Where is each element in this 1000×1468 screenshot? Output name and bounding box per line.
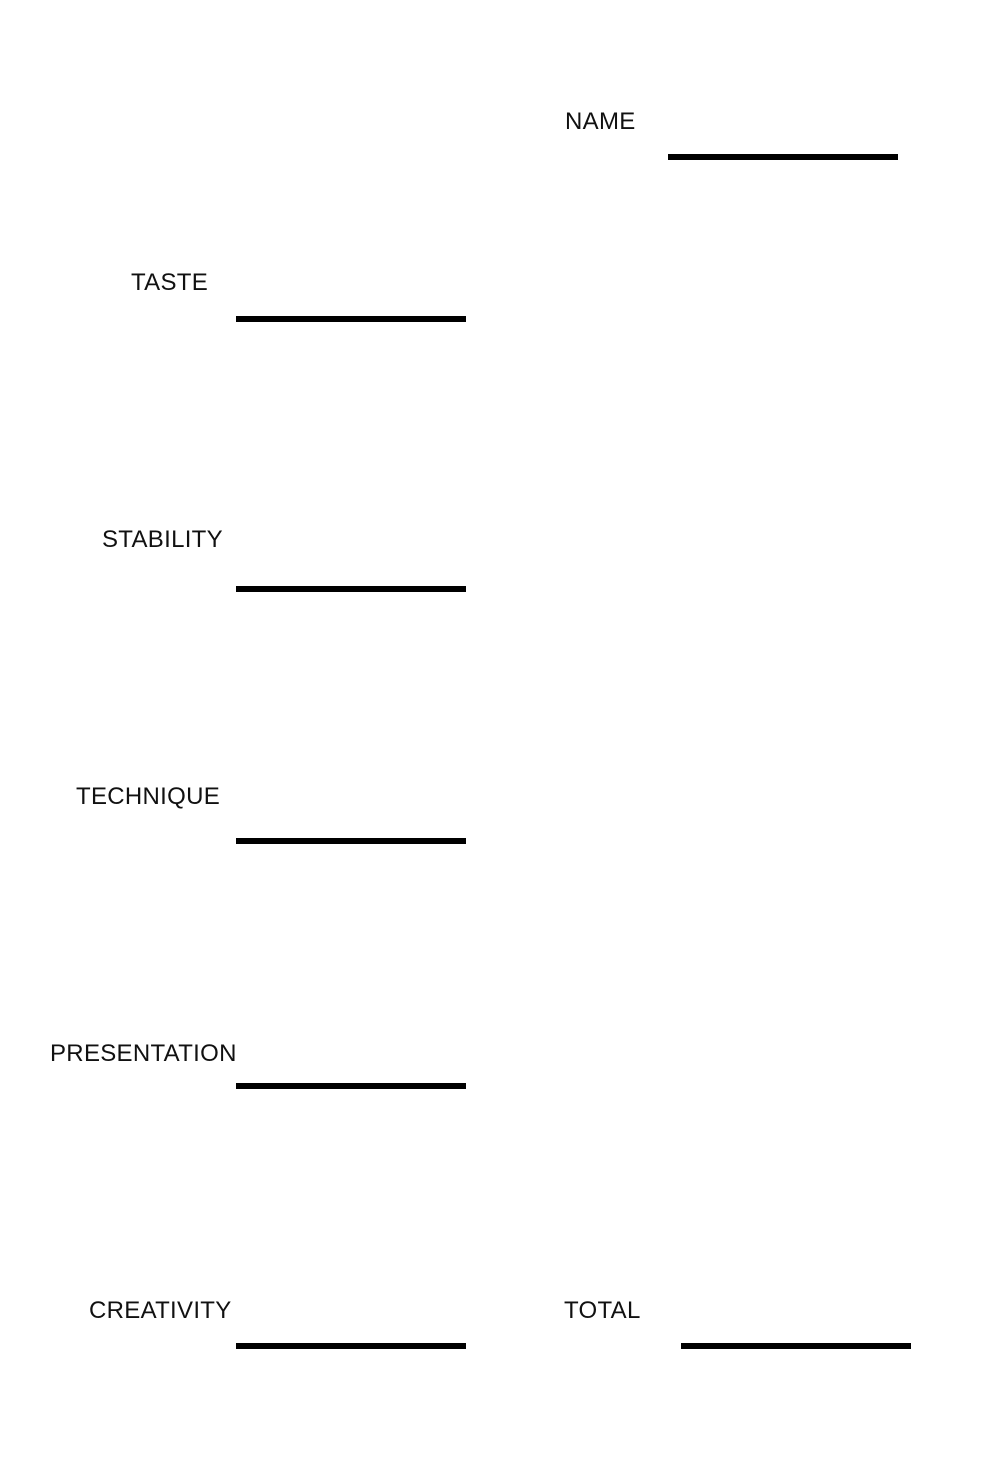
- technique-blank-line[interactable]: [236, 838, 466, 844]
- total-label: TOTAL: [564, 1297, 641, 1324]
- name-blank-line[interactable]: [668, 154, 898, 160]
- stability-label: STABILITY: [102, 526, 223, 553]
- taste-blank-line[interactable]: [236, 316, 466, 322]
- technique-label: TECHNIQUE: [76, 783, 221, 810]
- presentation-blank-line[interactable]: [236, 1083, 466, 1089]
- total-blank-line[interactable]: [681, 1343, 911, 1349]
- presentation-label: PRESENTATION: [50, 1040, 237, 1067]
- creativity-label: CREATIVITY: [89, 1297, 232, 1324]
- name-label: NAME: [565, 108, 636, 135]
- creativity-blank-line[interactable]: [236, 1343, 466, 1349]
- taste-label: TASTE: [131, 269, 209, 296]
- stability-blank-line[interactable]: [236, 586, 466, 592]
